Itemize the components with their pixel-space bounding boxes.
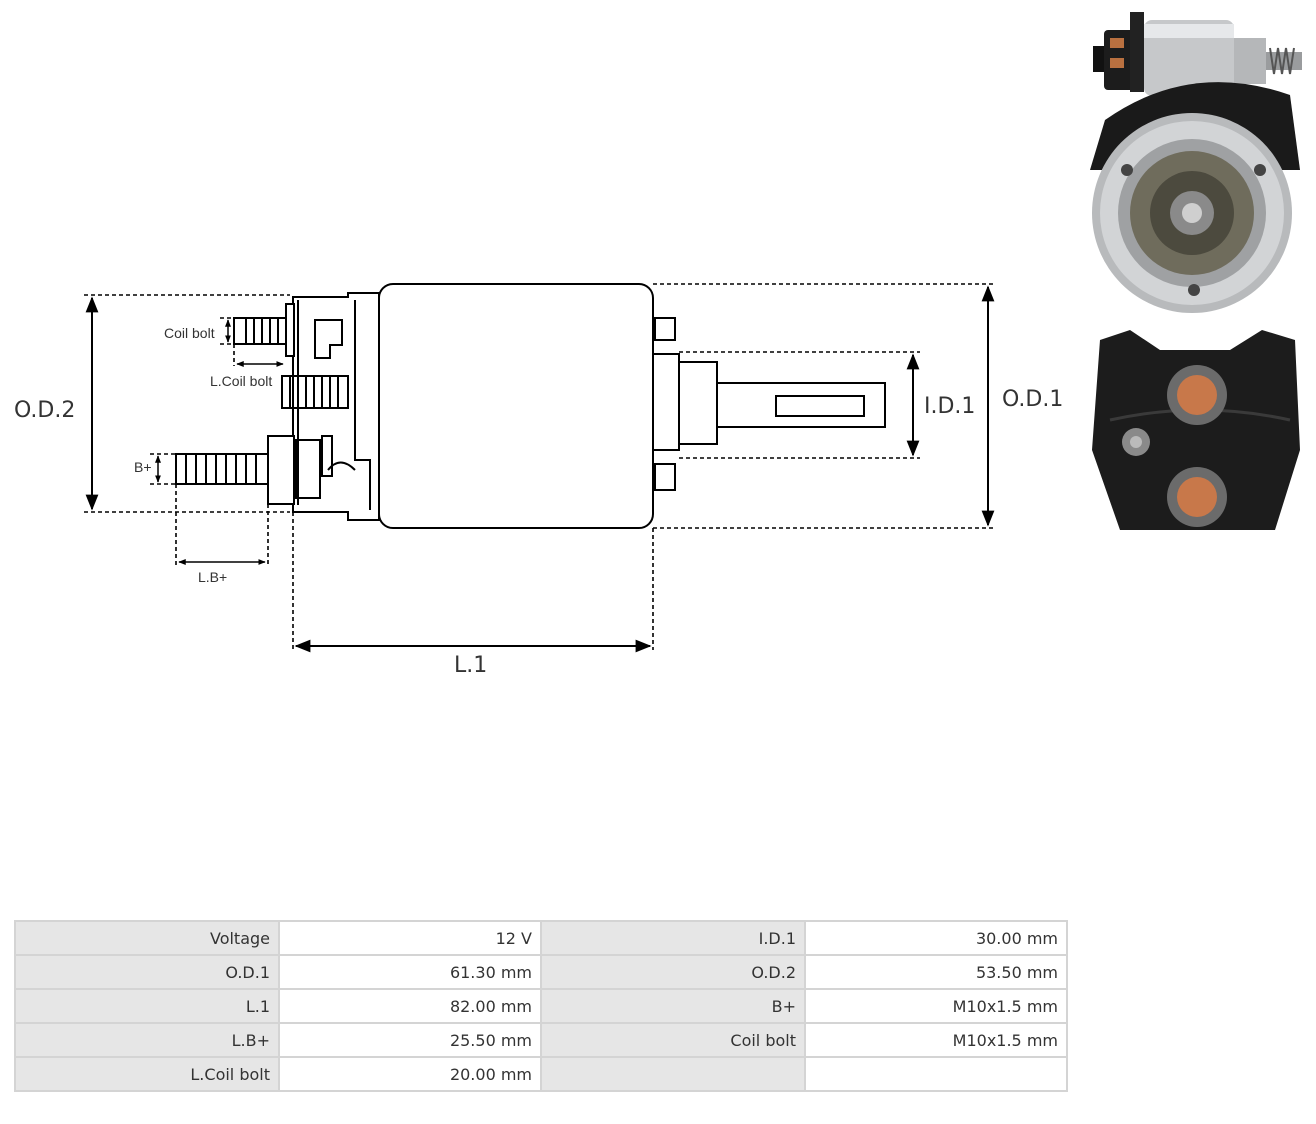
solenoid-side-photo bbox=[1093, 12, 1302, 96]
spec-value: 12 V bbox=[278, 920, 542, 956]
spec-label: O.D.1 bbox=[14, 954, 280, 990]
spec-value: 20.00 mm bbox=[278, 1056, 542, 1092]
solenoid-front-photo bbox=[1090, 82, 1300, 313]
spec-label: Coil bolt bbox=[540, 1022, 806, 1058]
b-plus-label: B+ bbox=[134, 459, 152, 475]
spec-label: L.1 bbox=[14, 988, 280, 1024]
od2-label: O.D.2 bbox=[14, 398, 75, 423]
l-coil-bolt-label: L.Coil bolt bbox=[210, 373, 272, 389]
spec-value: 25.50 mm bbox=[278, 1022, 542, 1058]
spec-label: L.B+ bbox=[14, 1022, 280, 1058]
solenoid-body bbox=[378, 283, 654, 529]
spec-value bbox=[804, 1056, 1068, 1092]
plunger bbox=[716, 382, 886, 428]
id1-label: I.D.1 bbox=[924, 394, 975, 419]
l1-label: L.1 bbox=[454, 653, 487, 678]
spec-label: I.D.1 bbox=[540, 920, 806, 956]
spec-label: Voltage bbox=[14, 920, 280, 956]
spec-label: B+ bbox=[540, 988, 806, 1024]
spec-label bbox=[540, 1056, 806, 1092]
spec-label: L.Coil bolt bbox=[14, 1056, 280, 1092]
l-b-plus-label: L.B+ bbox=[198, 569, 227, 585]
od1-label: O.D.1 bbox=[1002, 387, 1063, 412]
solenoid-dimension-drawing: O.D.2 O.D.1 I.D.1 L.1 Coil bolt L.Coil b… bbox=[14, 283, 1063, 678]
solenoid-outline bbox=[175, 283, 886, 529]
spec-value: 61.30 mm bbox=[278, 954, 542, 990]
solenoid-terminal-photo bbox=[1092, 330, 1300, 530]
spec-value: M10x1.5 mm bbox=[804, 988, 1068, 1024]
coil-bolt-label: Coil bolt bbox=[164, 325, 215, 341]
b-plus-bolt bbox=[175, 453, 269, 485]
spec-value: M10x1.5 mm bbox=[804, 1022, 1068, 1058]
spec-value: 53.50 mm bbox=[804, 954, 1068, 990]
spec-value: 82.00 mm bbox=[278, 988, 542, 1024]
spec-value: 30.00 mm bbox=[804, 920, 1068, 956]
spec-label: O.D.2 bbox=[540, 954, 806, 990]
